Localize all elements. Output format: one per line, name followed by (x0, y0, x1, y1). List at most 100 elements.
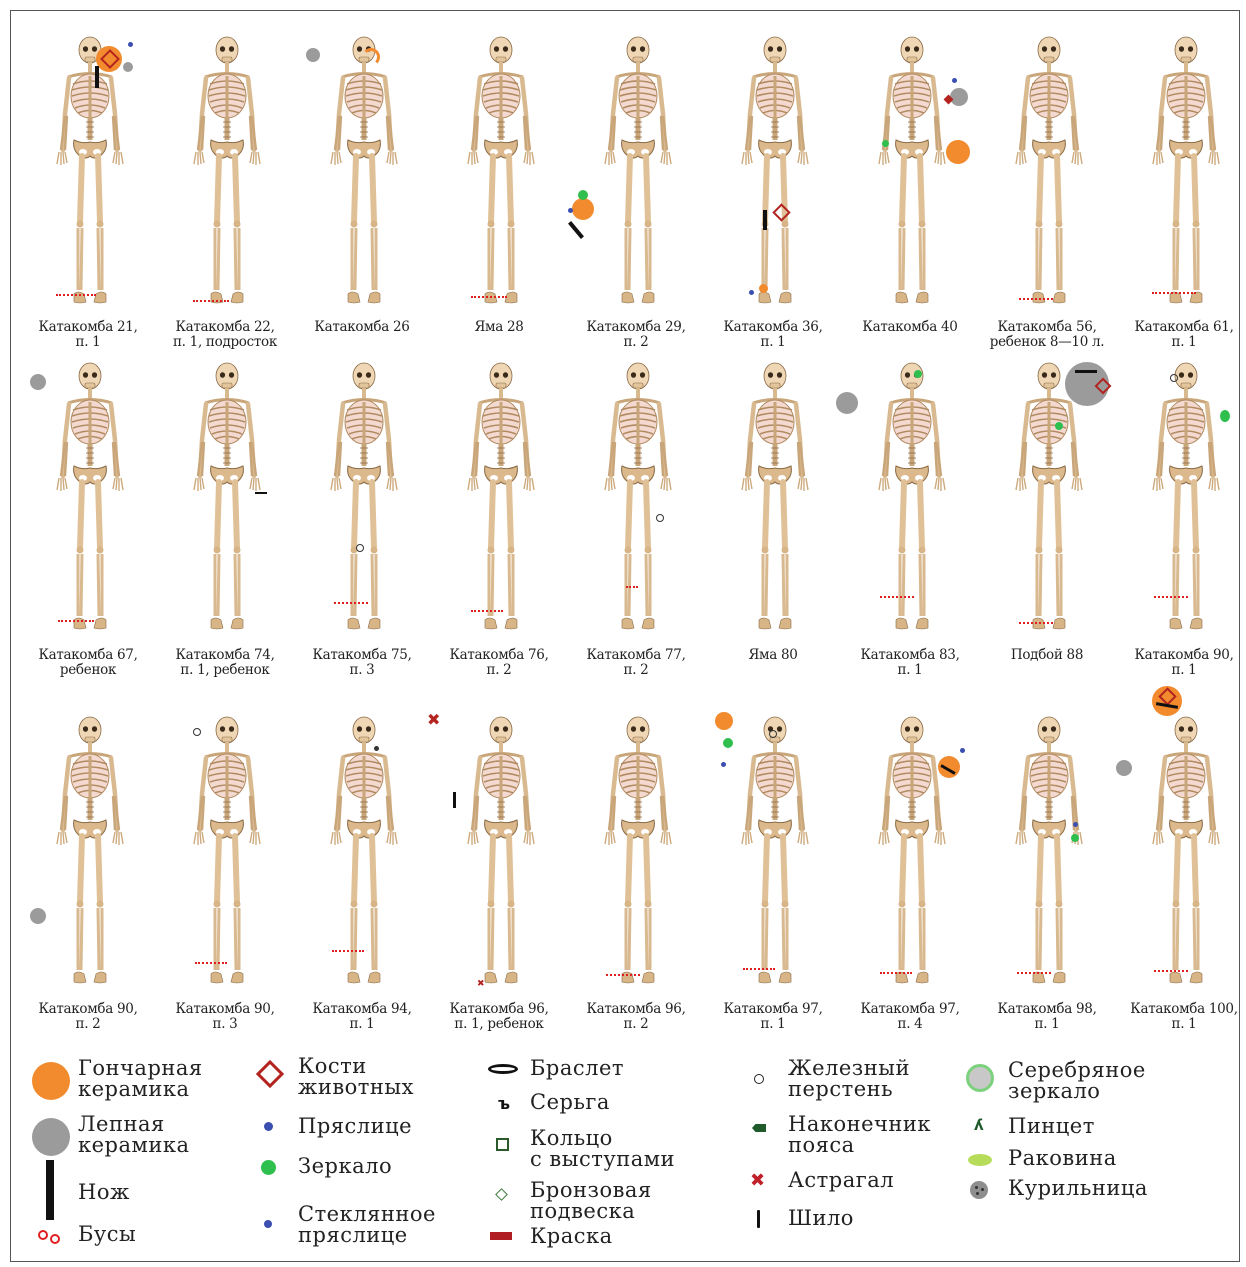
legend-label: Наконечник пояса (788, 1114, 931, 1156)
tweezers-icon: ʎ (960, 1116, 1008, 1140)
burial-caption: Катакомба 67, ребенок (16, 648, 160, 678)
molded-pottery-marker (30, 908, 46, 924)
skeleton-figure (1136, 32, 1236, 312)
skeleton-figure (40, 358, 140, 638)
beads-marker (471, 610, 503, 612)
burial-caption: Катакомба 98, п. 1 (975, 1002, 1119, 1032)
burial-caption: Катакомба 77, п. 2 (564, 648, 708, 678)
legend-label: Кости животных (298, 1056, 414, 1098)
awl-marker (453, 792, 456, 808)
spindle-whorl-marker (1073, 822, 1078, 827)
legend-label: Серебряное зеркало (1008, 1060, 1146, 1102)
mirror-marker (1055, 422, 1063, 430)
beads-marker (471, 296, 507, 298)
mirror-marker (723, 738, 733, 748)
skeleton-figure (1136, 712, 1236, 992)
legend-item: Нож (30, 1160, 130, 1220)
skeleton-figure (177, 358, 277, 638)
skeleton-figure (862, 712, 962, 992)
earring-marker (193, 728, 201, 736)
beads-marker (880, 972, 912, 974)
burial-caption: Катакомба 90, п. 1 (1112, 648, 1246, 678)
beads-marker (195, 962, 227, 964)
legend-label: Шило (788, 1208, 854, 1229)
spindle-whorl-marker (128, 42, 133, 47)
burial-caption: Яма 80 (701, 648, 845, 663)
spindle-whorl-marker (952, 78, 957, 83)
pottery-marker (715, 712, 733, 730)
legend-label: Краска (530, 1226, 613, 1247)
paint-icon (482, 1226, 530, 1250)
legend-label: Нож (78, 1160, 130, 1203)
skeleton-figure (40, 32, 140, 312)
legend-item: ъ Серьга (482, 1092, 610, 1116)
spindle-whorl-marker (960, 748, 965, 753)
silver-mirror-icon (960, 1060, 1008, 1100)
burial-caption: Катакомба 90, п. 2 (16, 1002, 160, 1032)
iron-ring-marker (769, 730, 777, 738)
legend-label: Железный перстень (788, 1058, 910, 1100)
beads-marker (56, 294, 96, 296)
awl-icon (740, 1208, 788, 1232)
knife-marker (95, 66, 99, 88)
legend-item: Курильница (960, 1178, 1148, 1202)
legend-item: Лепная керамика (30, 1114, 190, 1156)
legend-item: Раковина (960, 1148, 1117, 1172)
legend-item: Браслет (482, 1058, 624, 1082)
earring-icon: ъ (482, 1092, 530, 1116)
skeleton-figure (451, 712, 551, 992)
legend-label: Зеркало (298, 1156, 392, 1177)
spindle-whorl-marker (568, 208, 573, 213)
legend-label: Пряслице (298, 1116, 412, 1137)
earring-marker (656, 514, 664, 522)
beads-marker (1019, 298, 1053, 300)
burial-caption: Катакомба 96, п. 1, ребенок (427, 1002, 571, 1032)
skeleton-figure (588, 712, 688, 992)
knife-marker (1075, 370, 1097, 373)
pottery-marker (572, 198, 594, 220)
skeleton-figure (725, 712, 825, 992)
molded-pottery-marker (30, 374, 46, 390)
legend-label: Астрагал (788, 1170, 894, 1191)
burial-caption: Катакомба 56, ребенок 8—10 л. (975, 320, 1119, 350)
burial-caption: Катакомба 76, п. 2 (427, 648, 571, 678)
burial-caption: Катакомба 75, п. 3 (290, 648, 434, 678)
animal-bones-icon (250, 1056, 298, 1096)
legend-item: Бусы (30, 1224, 136, 1248)
burial-caption: Катакомба 22, п. 1, подросток (153, 320, 297, 350)
beads-marker (743, 968, 775, 970)
burial-caption: Катакомба 97, п. 1 (701, 1002, 845, 1032)
belt-tip-icon (740, 1114, 788, 1154)
legend-item: Пряслице (250, 1116, 412, 1140)
skeleton-figure (314, 32, 414, 312)
skeleton-figure (177, 712, 277, 992)
legend-label: Бусы (78, 1224, 136, 1245)
legend-label: Бронзовая подвеска (530, 1180, 652, 1222)
legend-item: Зеркало (250, 1156, 392, 1180)
censer-icon (960, 1178, 1008, 1202)
burial-caption: Катакомба 29, п. 2 (564, 320, 708, 350)
beads-marker (1017, 972, 1051, 974)
gray-circle-icon (30, 1114, 78, 1154)
beads-marker (1019, 622, 1053, 624)
molded-pottery-marker (123, 62, 133, 72)
burial-caption: Катакомба 40 (838, 320, 982, 335)
mirror-marker (882, 140, 889, 147)
earring-marker (356, 544, 364, 552)
bracelet-icon (482, 1058, 530, 1082)
spindle-whorl-marker (721, 762, 726, 767)
legend: Гончарная керамика Лепная керамика Нож Б… (20, 1050, 1230, 1250)
skeleton-figure (725, 358, 825, 638)
skeleton-figure (177, 32, 277, 312)
burial-caption: Подбой 88 (975, 648, 1119, 663)
beads-marker (332, 950, 364, 952)
pottery-marker (362, 48, 380, 66)
spindle-whorl-marker (749, 290, 754, 295)
iron-ring-icon (740, 1058, 788, 1098)
glass-spindle-whorl-icon (250, 1204, 298, 1244)
legend-label: Курильница (1008, 1178, 1148, 1199)
burial-caption: Катакомба 21, п. 1 (16, 320, 160, 350)
spindle-whorl-icon (250, 1116, 298, 1140)
burial-caption: Катакомба 74, п. 1, ребенок (153, 648, 297, 678)
skeleton-figure (314, 712, 414, 992)
